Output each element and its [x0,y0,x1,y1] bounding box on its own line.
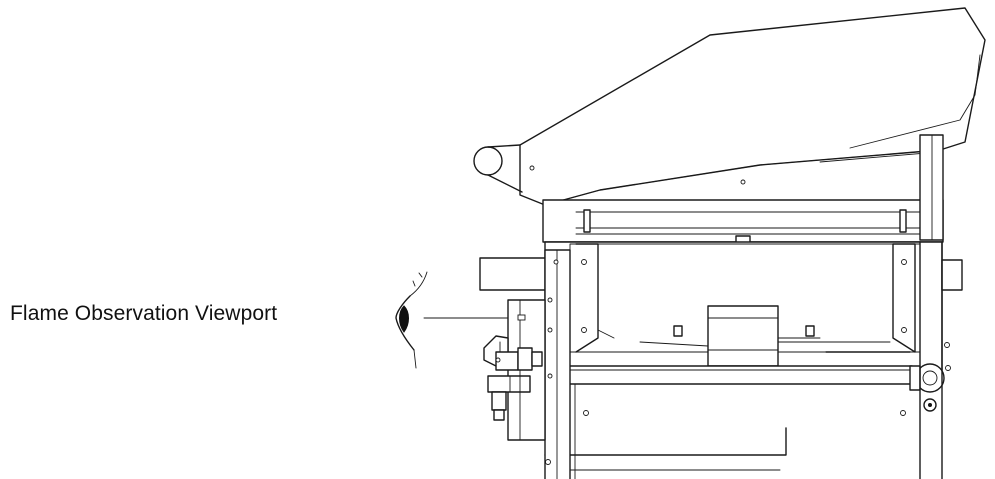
lower-cabinet [544,369,787,479]
hood-lid [473,7,986,210]
burner-assembly [639,305,911,367]
right-side-panel [900,241,963,479]
gas-valve [483,335,543,421]
lower-bar [567,363,945,393]
viewport-callout-label: Flame Observation Viewport [10,302,278,325]
eye-icon [395,271,428,369]
upper-rail [542,134,944,245]
